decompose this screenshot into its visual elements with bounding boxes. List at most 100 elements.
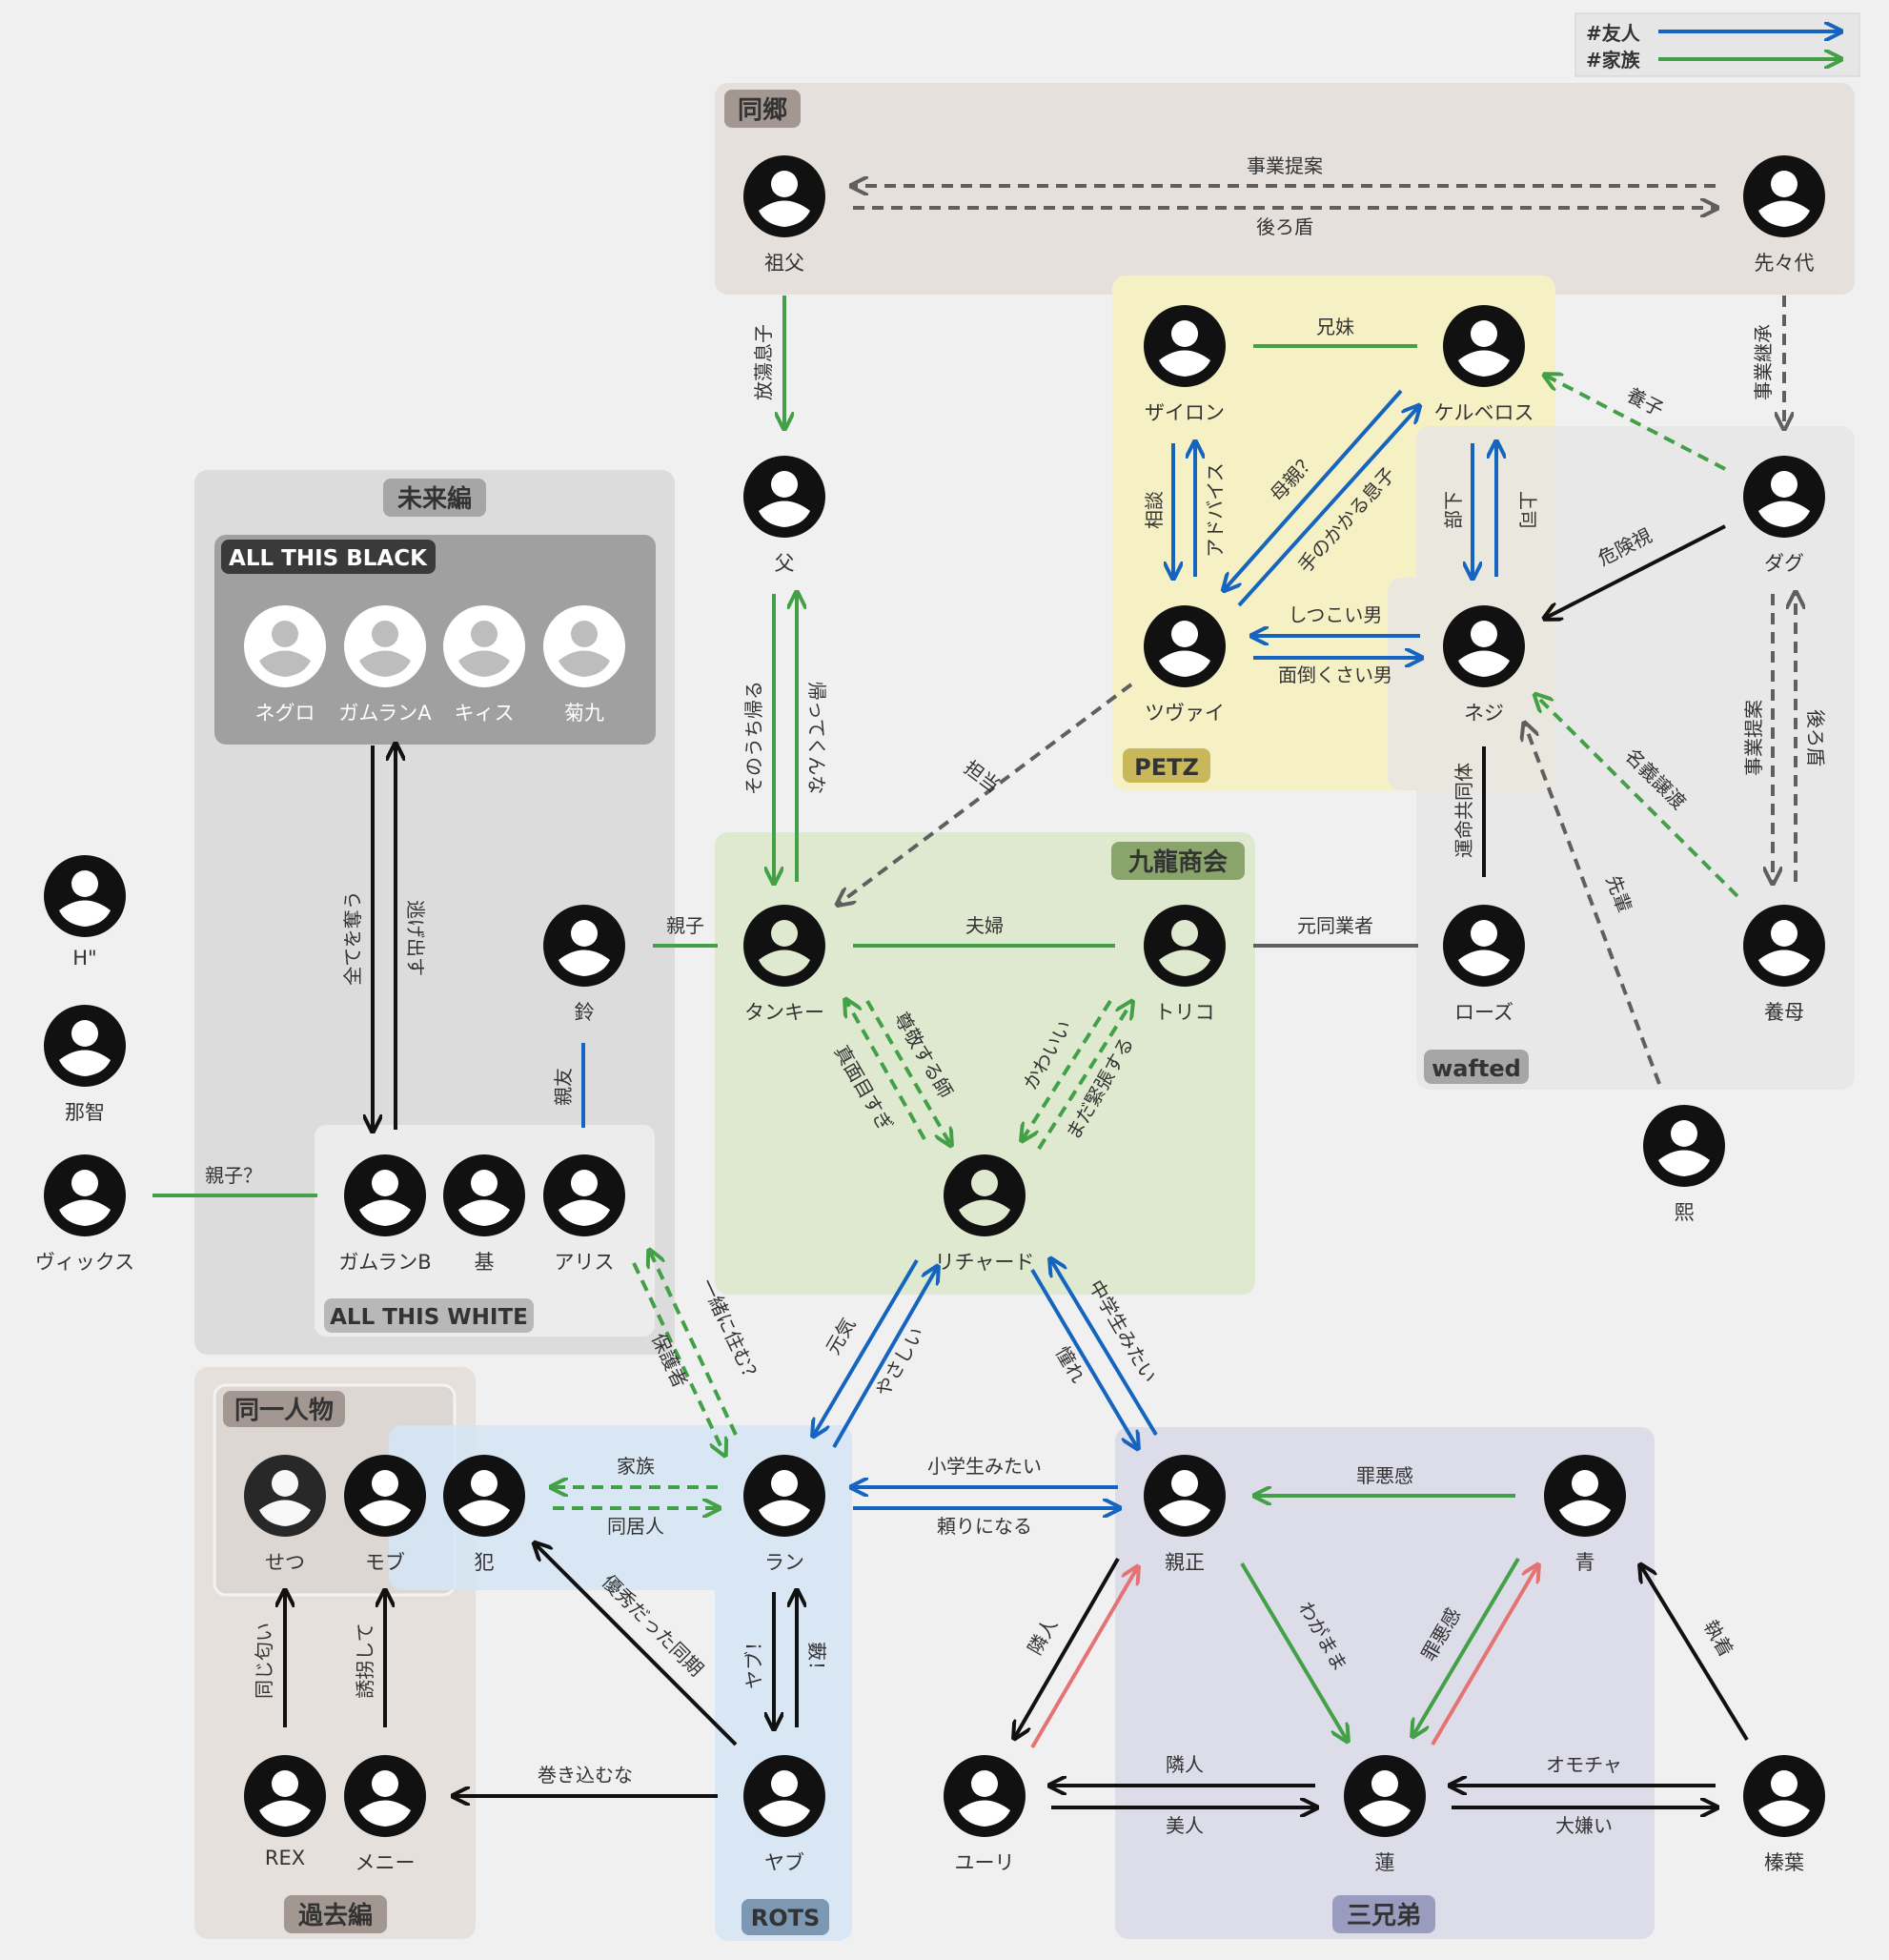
edge-ran-alice (650, 1252, 738, 1436)
label-kyoudai: 兄妹 (1316, 316, 1354, 338)
svg-text:未来編: 未来編 (397, 484, 472, 514)
node-kerberos: ケルベロス (1434, 305, 1534, 424)
label-makikomu: 巻き込むな (538, 1764, 633, 1786)
label-omocha: オモチャ (1546, 1753, 1622, 1776)
edge-dagu-negi (1546, 524, 1726, 618)
svg-text:三兄弟: 三兄弟 (1347, 1902, 1421, 1930)
svg-text:キィス: キィス (455, 702, 515, 725)
svg-text:ユーリ: ユーリ (955, 1851, 1015, 1874)
edge-yuri-oyatadashi (1030, 1568, 1137, 1749)
node-tsuvai: ツヴァイ (1144, 605, 1226, 725)
node-gamuranB: ガムランB (338, 1154, 432, 1274)
group-label-rots: ROTS (741, 1899, 829, 1935)
label-yabu_ex2: 藪！ (805, 1642, 828, 1680)
group-label-allthiswhite: ALL THIS WHITE (324, 1298, 534, 1333)
node-dagu: ダグ (1743, 456, 1825, 575)
node-alice: アリス (543, 1154, 625, 1274)
label-advice: アドバイス (1204, 462, 1227, 557)
edge-ran-richard (832, 1268, 937, 1448)
group-label-kako: 過去編 (284, 1895, 387, 1933)
svg-text:ガムランA: ガムランA (338, 702, 432, 725)
node-rose: ローズ (1443, 905, 1525, 1024)
svg-text:青: 青 (1575, 1551, 1595, 1574)
node-mob: モブ (344, 1455, 426, 1574)
label-bijin: 美人 (1166, 1814, 1204, 1837)
label-oyako2: 親子？ (205, 1164, 262, 1187)
svg-text:ネグロ: ネグロ (255, 702, 315, 725)
legend-family-label: #家族 (1586, 49, 1641, 71)
edge-tsuvai-tankey (839, 683, 1133, 904)
svg-text:リチャード: リチャード (935, 1251, 1035, 1274)
svg-text:九龍商会: 九龍商会 (1127, 847, 1228, 877)
label-shitsukoi: しつこい男 (1289, 603, 1383, 626)
label-sonouchi: そのうち帰る (742, 681, 765, 795)
node-ren: 蓮 (1344, 1755, 1426, 1874)
edge-richard-tankey (846, 1001, 926, 1140)
svg-text:トリコ: トリコ (1155, 1001, 1215, 1024)
group-box-allthisblack (214, 535, 656, 745)
node-hiro: 熙 (1643, 1105, 1725, 1224)
label-jigyouteian: 事業提案 (1247, 154, 1323, 177)
node-negi: ネジ (1443, 605, 1525, 725)
edge-toriko-richard (1023, 999, 1112, 1139)
svg-text:PETZ: PETZ (1134, 754, 1199, 781)
svg-text:親正: 親正 (1165, 1551, 1205, 1574)
svg-text:蓮: 蓮 (1375, 1851, 1395, 1874)
node-nachi: 那智 (44, 1005, 126, 1124)
edge-oyatadashi-ren (1240, 1562, 1347, 1740)
edge-haruha-ao (1641, 1566, 1749, 1742)
edge-tankey-richard (865, 999, 950, 1144)
svg-text:ALL THIS WHITE: ALL THIS WHITE (330, 1305, 528, 1330)
group-box-rots (389, 1425, 852, 1941)
node-haruha: 榛葉 (1743, 1755, 1825, 1874)
label-daikirai: 大嫌い (1555, 1814, 1613, 1837)
svg-text:ザイロン: ザイロン (1145, 401, 1225, 424)
label-tayori: 頼りになる (937, 1515, 1032, 1538)
svg-text:榛葉: 榛葉 (1764, 1851, 1804, 1874)
node-han: 犯 (443, 1455, 525, 1574)
node-oyatadashi: 親正 (1144, 1455, 1226, 1574)
svg-text:ガムランB: ガムランB (338, 1251, 431, 1274)
group-label-sankyodai: 三兄弟 (1332, 1895, 1435, 1933)
node-kiss: キィス (443, 605, 525, 725)
node-chichi: 父 (743, 456, 825, 575)
node-rin: 鈴 (543, 905, 625, 1024)
node-moto: 基 (443, 1154, 525, 1274)
label-jigyouteian2: 事業提案 (1742, 700, 1765, 776)
legend-friend-label: #友人 (1586, 22, 1641, 45)
svg-text:ヴィックス: ヴィックス (35, 1251, 134, 1274)
node-setsu: せつ (244, 1455, 326, 1574)
svg-text:モブ: モブ (365, 1551, 405, 1574)
node-yuri: ユーリ (944, 1755, 1026, 1874)
svg-text:犯: 犯 (475, 1551, 495, 1574)
edge-oyatadashi-yuri (1015, 1557, 1120, 1737)
svg-text:同一人物: 同一人物 (234, 1397, 334, 1425)
label-doukyonin: 同居人 (607, 1515, 664, 1538)
node-sofu: 祖父 (743, 155, 825, 275)
group-label-petz: PETZ (1123, 748, 1210, 783)
edge-tsuvai-kerberos (1237, 407, 1418, 607)
svg-text:祖父: 祖父 (764, 252, 804, 275)
svg-text:ヤブ: ヤブ (764, 1851, 804, 1874)
edge-dagu-kerberos (1546, 376, 1726, 471)
svg-text:那智: 那智 (65, 1101, 105, 1124)
edge-kerberos-tsuvai (1225, 389, 1403, 589)
label-mendou: 面倒くさい男 (1278, 664, 1392, 686)
label-zaiakukan: 罪悪感 (1356, 1464, 1413, 1487)
label-soudan: 相談 (1143, 491, 1166, 529)
node-rex: REX (244, 1755, 326, 1869)
group-box-dokyo (715, 83, 1855, 295)
group-box-sankyodai (1115, 1427, 1655, 1939)
svg-text:wafted: wafted (1432, 1055, 1521, 1082)
label-onaji: 同じ匂い (253, 1623, 275, 1699)
svg-text:過去編: 過去編 (298, 1901, 373, 1930)
node-yabu: ヤブ (743, 1755, 825, 1874)
edge-oyatadashi-richard (1051, 1260, 1158, 1437)
group-label-allthisblack: ALL THIS BLACK (221, 540, 436, 574)
edge-richard-toriko (1037, 1003, 1131, 1151)
edge-richard-ran (814, 1258, 919, 1435)
label-subete: 全てを奪う (341, 890, 364, 986)
group-box-kowloon (715, 832, 1255, 1295)
label-jigyoukeishou: 事業継承 (1752, 324, 1775, 400)
